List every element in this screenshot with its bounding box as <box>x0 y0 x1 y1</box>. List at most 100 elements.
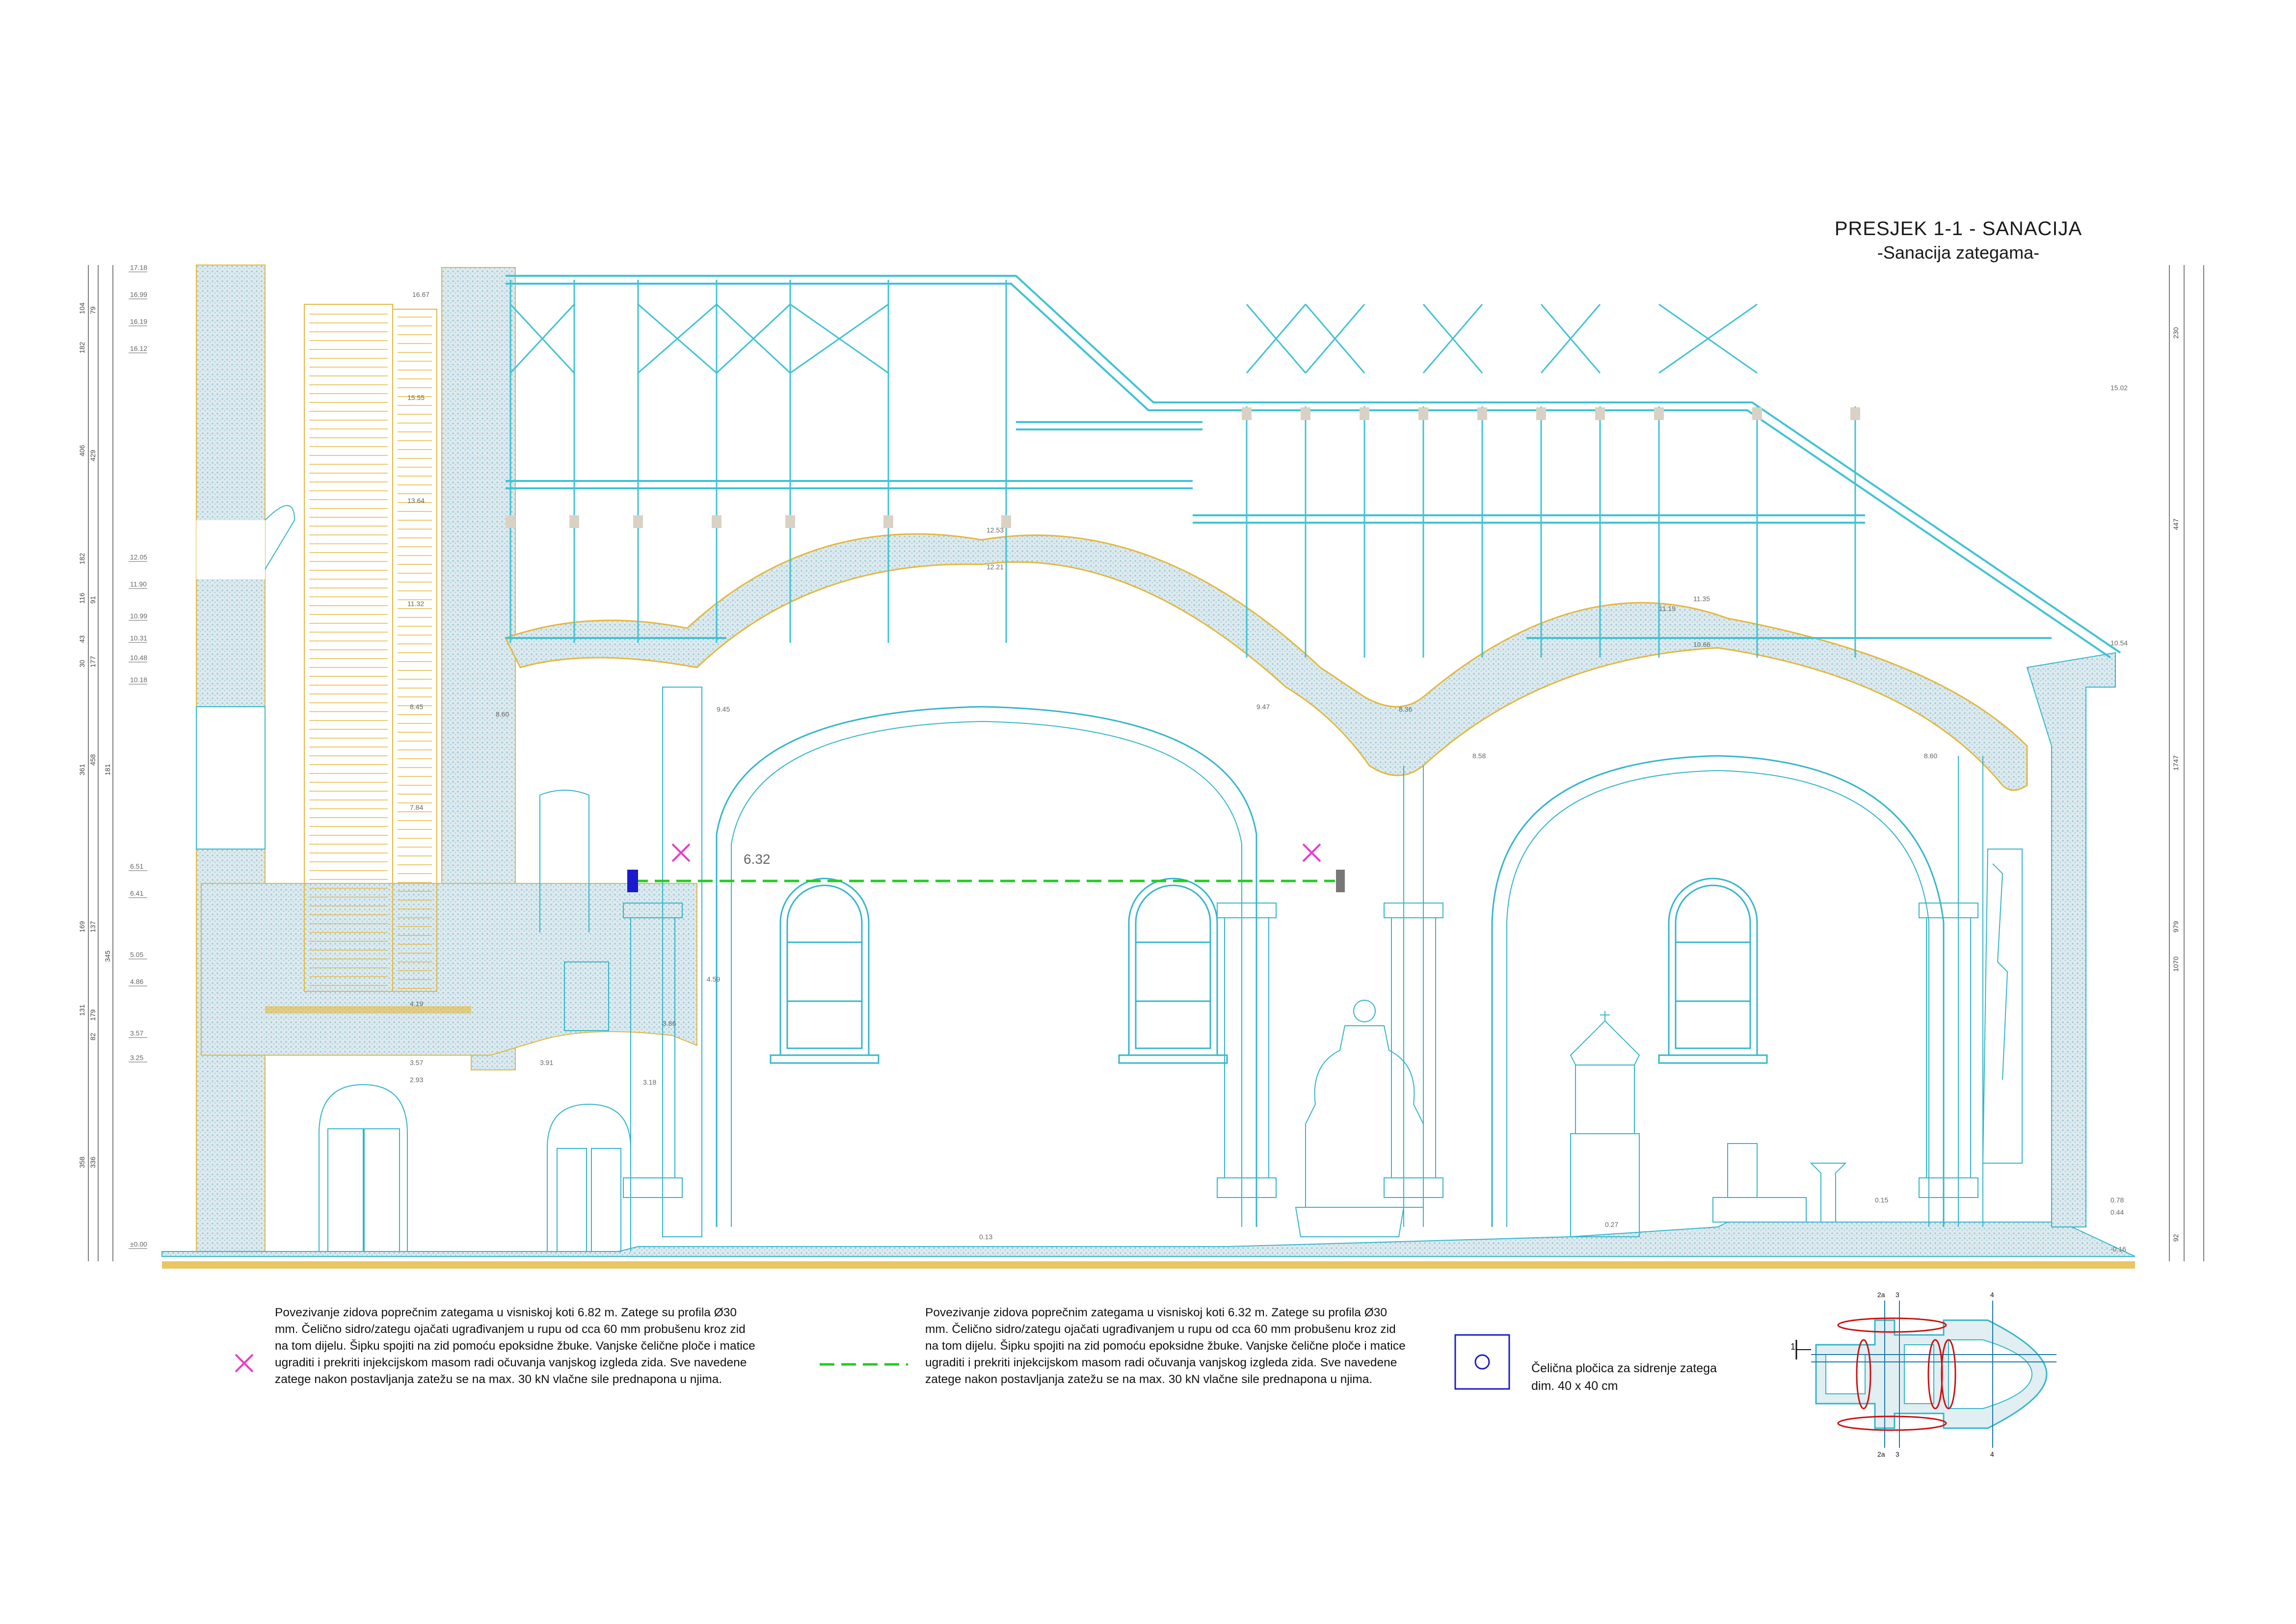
level-label: 4.86 <box>130 978 143 985</box>
truss-brace <box>716 303 791 374</box>
dimension-label: 345 <box>104 950 111 962</box>
dimension-label: 116 <box>78 592 86 604</box>
truss-post-node <box>1001 515 1011 528</box>
level-label: 16.67 <box>412 291 429 298</box>
truss-post-node <box>712 515 721 528</box>
dimension-label: 182 <box>78 553 86 564</box>
level-label: 10.48 <box>130 654 147 662</box>
level-label: 6.41 <box>130 889 143 897</box>
dimension-label: 104 <box>78 302 86 314</box>
pilaster-shaft <box>1391 917 1436 1178</box>
left-masonry <box>196 265 697 1252</box>
level-label: 16.19 <box>130 318 147 325</box>
dimension-label: 406 <box>78 445 86 456</box>
level-label: 0.27 <box>1605 1221 1618 1228</box>
level-label: 2.93 <box>410 1076 423 1084</box>
dimension-label: 82 <box>89 1033 97 1040</box>
truss-braces <box>509 303 1758 374</box>
level-label: 12.21 <box>987 563 1004 571</box>
level-label: 10.66 <box>1693 640 1710 648</box>
pilaster-shaft <box>1224 917 1269 1178</box>
truss-post-node <box>569 515 579 528</box>
key-plan: 1 2a 3 4 2a 3 4 <box>1790 1291 2056 1458</box>
anchor-plate-left <box>627 870 638 892</box>
truss-brace <box>1422 304 1483 373</box>
level-label: 16.12 <box>130 345 147 352</box>
window-frame <box>1668 878 1758 1056</box>
level-marks: 17.1816.9916.1916.1212.0511.9010.9910.31… <box>129 264 2128 1253</box>
truss-brace <box>509 303 575 374</box>
level-label: 0.13 <box>979 1233 992 1241</box>
level-label: 4.59 <box>707 975 720 983</box>
truss-post-node <box>1654 407 1664 420</box>
level-label: 10.99 <box>130 612 147 620</box>
level-label: 0.44 <box>2110 1208 2124 1216</box>
level-label: 6.51 <box>130 862 143 870</box>
legend-symbol-cross <box>235 1354 254 1373</box>
window-sash <box>786 884 863 1049</box>
arched-windows <box>770 878 1768 1064</box>
truss-brace <box>1540 304 1601 373</box>
level-label: 3.57 <box>130 1029 143 1037</box>
key-plan-axis-3: 3 <box>1896 1291 1899 1299</box>
dimension-labels: 1041824061821164330361169131358794299117… <box>78 302 2180 1242</box>
legend-text-dashed: Povezivanje zidova poprečnim zategama u … <box>925 1306 1406 1386</box>
level-label: 16.99 <box>130 291 147 298</box>
pilaster-base <box>1919 1177 1978 1198</box>
truss-brace <box>1246 304 1307 373</box>
legend-text-cross: Povezivanje zidova poprečnim zategama u … <box>275 1306 755 1386</box>
pilaster-shaft <box>1926 917 1971 1178</box>
key-plan-tie-ellipses <box>1837 1317 1956 1431</box>
legend-symbol-plate <box>1454 1334 1510 1390</box>
key-plan-axis-2a: 2a <box>1877 1291 1885 1299</box>
dimension-label: 1747 <box>2172 755 2180 771</box>
level-label: 15.02 <box>2110 384 2128 392</box>
dimension-label: 91 <box>89 596 97 604</box>
dimension-label: 458 <box>89 754 97 766</box>
dimension-label: 979 <box>2172 921 2180 932</box>
dimension-label: 429 <box>89 450 97 461</box>
level-label: 9.45 <box>717 705 730 713</box>
cross-marker-right <box>1302 843 1321 862</box>
dimension-label: 361 <box>78 764 86 775</box>
key-plan-axis-4-bottom: 4 <box>1990 1450 1994 1458</box>
truss-posts <box>506 280 1860 658</box>
level-label: 12.53 <box>987 526 1004 534</box>
dimension-label: 181 <box>104 764 111 775</box>
truss-brace <box>1305 304 1365 373</box>
window-sill <box>1658 1054 1768 1064</box>
level-label: 7.84 <box>410 803 423 811</box>
level-label: 10.31 <box>130 634 147 642</box>
level-label: 3.86 <box>663 1019 676 1027</box>
pilaster-base <box>1217 1177 1277 1198</box>
key-plan-axis-3-bottom: 3 <box>1896 1450 1899 1458</box>
truss-brace <box>1658 303 1758 374</box>
level-label: 8.36 <box>1399 705 1412 713</box>
level-label: -0.16 <box>2110 1245 2126 1253</box>
truss-post-node <box>1752 407 1762 420</box>
window-sill <box>770 1054 880 1064</box>
drawing-title: PRESJEK 1-1 - SANACIJA <box>1834 218 2082 240</box>
key-plan-axis-2a-bottom: 2a <box>1877 1450 1885 1458</box>
truss-post-node <box>633 515 643 528</box>
tower-stairs <box>304 304 437 992</box>
level-label: 9.47 <box>1256 703 1270 711</box>
cross-marker-left <box>671 843 691 862</box>
dimension-label: 179 <box>89 1009 97 1021</box>
level-label: 3.57 <box>410 1059 423 1066</box>
level-label: 4.19 <box>410 1000 423 1008</box>
dimension-label: 358 <box>78 1156 86 1168</box>
window-sash <box>1135 884 1211 1049</box>
level-label: 11.19 <box>1659 605 1676 612</box>
truss-post-node <box>1850 407 1860 420</box>
altar-furniture <box>1295 849 2023 1237</box>
level-label: 3.25 <box>130 1054 143 1062</box>
drawing-subtitle: -Sanacija zategama- <box>1877 242 2040 263</box>
key-plan-section-mark: 1 <box>1790 1342 1795 1352</box>
roof-truss <box>506 275 2121 659</box>
truss-post-node <box>506 515 515 528</box>
truss-post-node <box>1595 407 1605 420</box>
level-label: 12.05 <box>130 553 147 561</box>
pilaster-base <box>623 1177 683 1198</box>
truss-post-node <box>1301 407 1310 420</box>
